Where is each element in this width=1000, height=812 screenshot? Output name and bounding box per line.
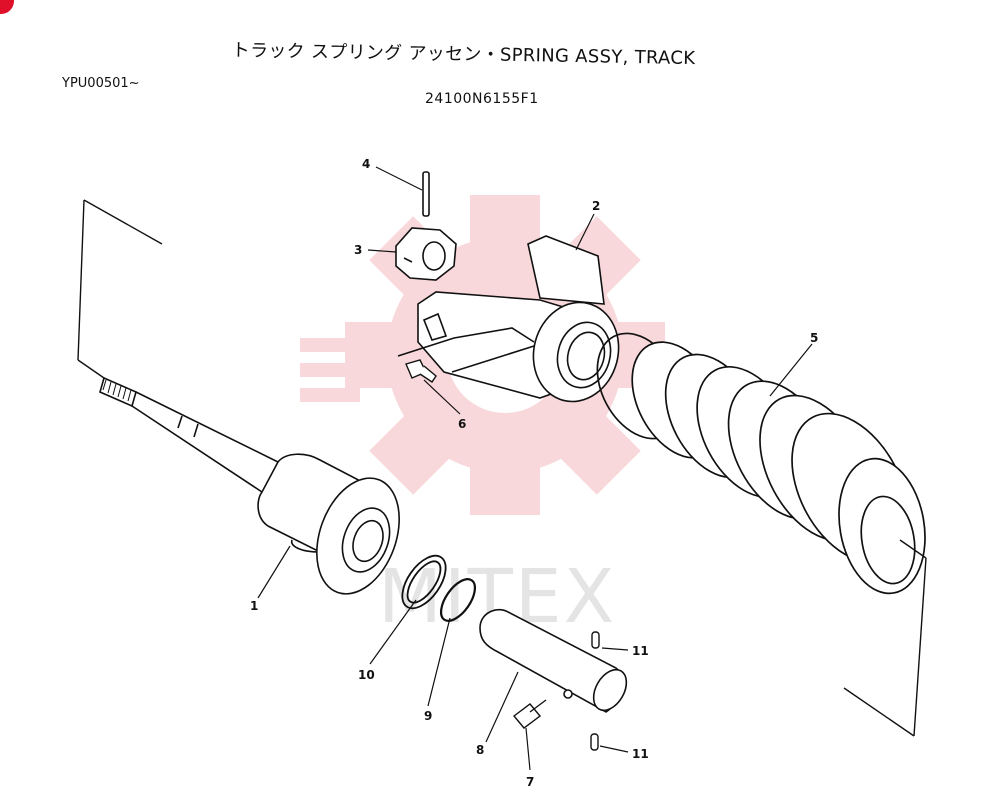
assembly-part-number: 24100N6155F1	[425, 91, 539, 107]
callout-8: 8	[476, 743, 484, 757]
watermark-stripes	[300, 338, 360, 402]
callout-1: 1	[250, 599, 258, 613]
axis-lines	[77, 199, 927, 737]
callouts: 4 3 2 5 6 1 10 9 8 7 11 11	[250, 157, 818, 789]
part-10-snap-ring	[401, 554, 447, 610]
part-5-spring	[596, 332, 926, 595]
callout-5: 5	[810, 331, 818, 345]
part-2-yoke	[397, 235, 620, 403]
part-7-grease-nipple	[512, 699, 547, 729]
callout-9: 9	[424, 709, 432, 723]
callout-11-bottom: 11	[632, 747, 649, 761]
leader-lines	[257, 166, 813, 771]
part-8-pin	[479, 608, 628, 713]
callout-11-top: 11	[632, 644, 649, 658]
part-3-nut	[395, 227, 457, 281]
callout-4: 4	[362, 157, 370, 171]
part-11-pins	[590, 631, 600, 751]
callout-2: 2	[592, 199, 600, 213]
part-6-bolt	[405, 359, 437, 383]
callout-6: 6	[458, 417, 466, 431]
serial-range: YPU00501~	[62, 76, 140, 91]
part-1-rod	[99, 376, 400, 595]
callout-10: 10	[358, 668, 375, 682]
callout-3: 3	[354, 243, 362, 257]
callout-7: 7	[526, 775, 534, 789]
part-4-cotter-pin	[422, 171, 430, 217]
part-9-o-ring	[439, 578, 477, 622]
